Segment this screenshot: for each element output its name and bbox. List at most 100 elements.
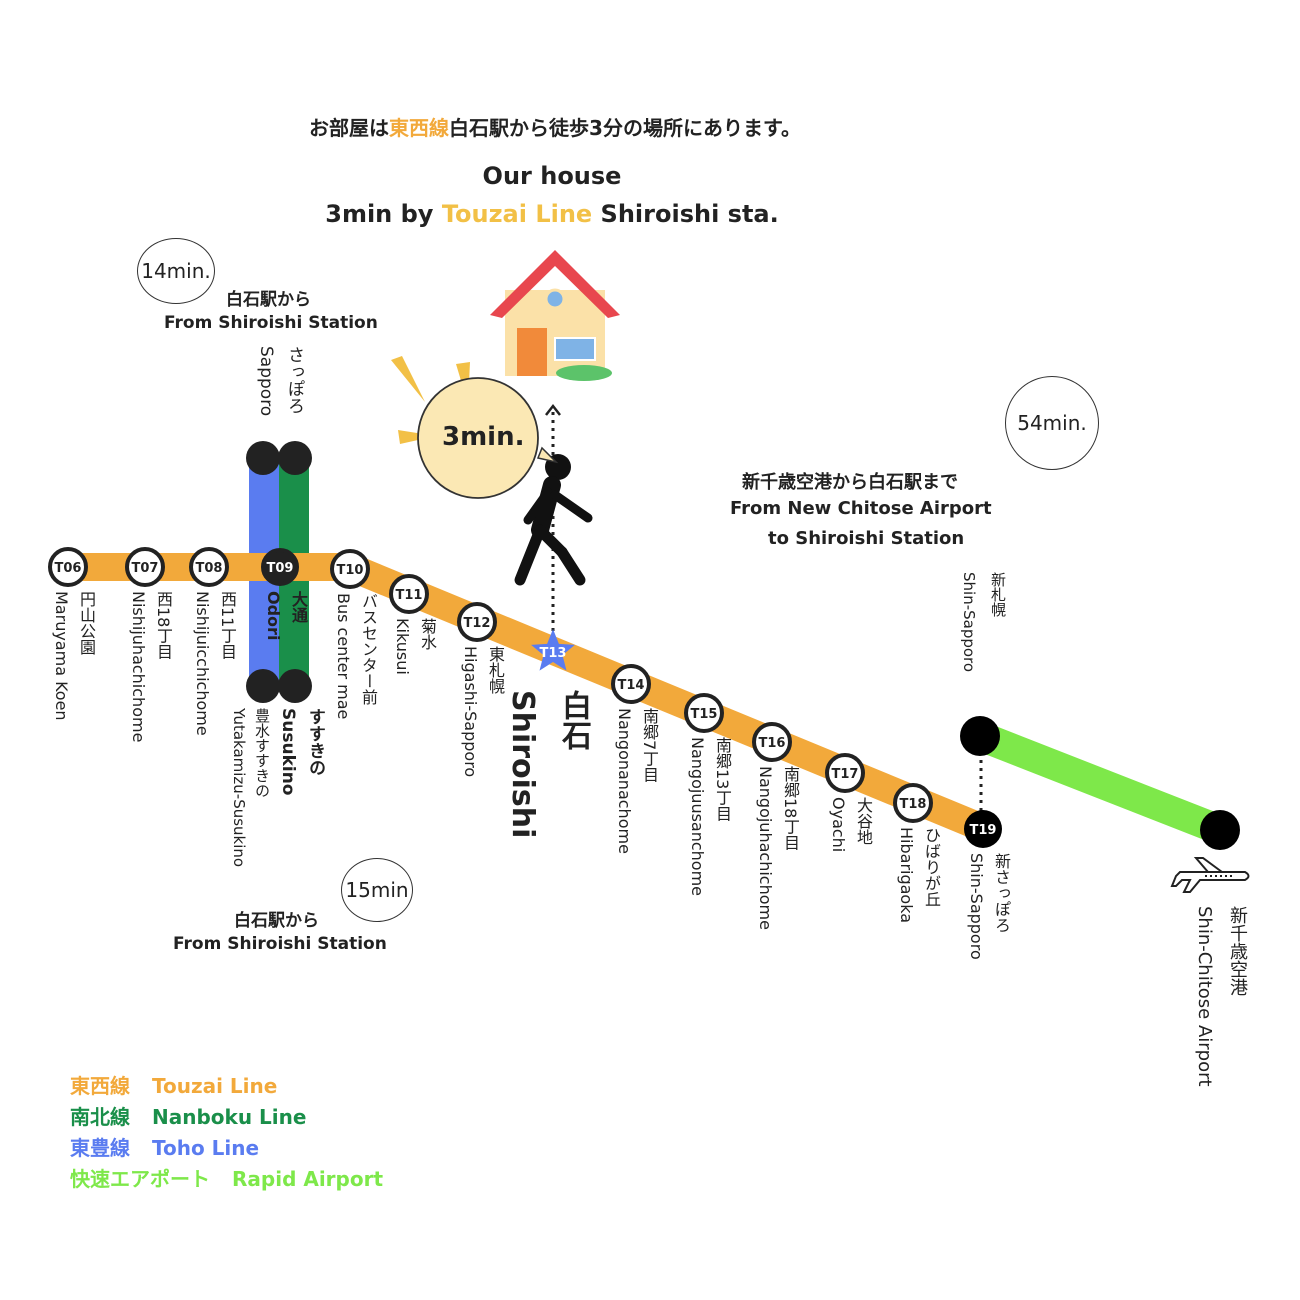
shinsapporo-jr-en-label: Shin-Sapporo (960, 572, 978, 673)
station-code: T17 (832, 767, 859, 782)
header-jp-prefix: お部屋は (309, 116, 390, 140)
station-t06: T06 (48, 547, 88, 587)
station-jp-t10: バスセンター前 (359, 593, 378, 705)
station-code: T18 (900, 797, 927, 812)
sapporo-time: 14min. (141, 259, 211, 283)
header-en-prefix: 3min by (325, 200, 442, 228)
walk-time-label: 3min. (442, 422, 525, 452)
susukino-time-bubble: 15min (341, 858, 413, 922)
station-code: T07 (132, 561, 159, 576)
station-en-t17: Oyachi (829, 797, 848, 853)
airport-en-label: Shin-Chitose Airport (1194, 906, 1215, 1087)
header-jp-line: 東西線 (389, 116, 450, 140)
airport-from-en2: to Shiroishi Station (768, 528, 965, 549)
station-t12: T12 (457, 602, 497, 642)
legend-item: 南北線 Nanboku Line (70, 1101, 306, 1130)
station-code: T06 (55, 561, 82, 576)
station-en-t06: Maruyama Koen (52, 591, 71, 721)
station-en-t07: Nishijuhachichome (129, 591, 148, 743)
sapporo-time-bubble: 14min. (137, 238, 215, 304)
station-en-t13: Shiroishi (505, 690, 540, 839)
sapporo-jp-label: さっぽろ (284, 346, 304, 414)
station-code: T08 (196, 561, 223, 576)
sapporo-from-jp: 白石駅から (226, 290, 311, 310)
header-en-line2: 3min by Touzai Line Shiroishi sta. (0, 200, 1104, 228)
airport-time-bubble: 54min. (1005, 376, 1099, 470)
airplane-icon (1170, 857, 1250, 893)
station-en-t11: Kikusui (393, 618, 412, 675)
susukino-en-label: Susukino (278, 708, 298, 796)
station-jp-t14: 南郷7丁目 (640, 708, 659, 783)
station-t10: T10 (330, 549, 370, 589)
station-en-t18: Hibarigaoka (897, 827, 916, 923)
station-t15: T15 (684, 693, 724, 733)
legend-jp: 南北線 (70, 1105, 130, 1129)
walk-arrow-icon (545, 403, 561, 416)
legend-en: Rapid Airport (232, 1167, 384, 1191)
legend-jp: 快速エアポート (70, 1167, 210, 1191)
star-icon (531, 629, 575, 671)
walking-person-icon (514, 454, 593, 586)
station-jp-t08: 西11丁目 (218, 591, 237, 660)
rapid-airport-line (974, 722, 1226, 844)
airport-jp-label: 新千歳空港 (1227, 906, 1248, 996)
header-en-suffix: Shiroishi sta. (592, 200, 779, 228)
legend-item: 東豊線 Toho Line (70, 1132, 259, 1161)
airport-from-en1: From New Chitose Airport (730, 498, 992, 519)
station-jp-t13: 白石 (556, 690, 591, 750)
airport-dot (1200, 810, 1240, 850)
hosui-en-label: Yutakamizu-Susukino (230, 708, 248, 868)
station-t18: T18 (893, 783, 933, 823)
airport-from-jp: 新千歳空港から白石駅まで (742, 472, 958, 493)
susukino-time: 15min (345, 878, 409, 902)
station-t19: T19 (964, 810, 1002, 848)
airport-time: 54min. (1017, 411, 1087, 435)
station-code: T14 (618, 678, 645, 693)
station-t07: T07 (125, 547, 165, 587)
shinsapporo-jr-jp-label: 新札幌 (989, 572, 1007, 617)
legend-jp: 東西線 (70, 1074, 130, 1098)
station-jp-t18: ひばりが丘 (922, 827, 941, 907)
station-en-t10: Bus center mae (334, 593, 353, 720)
legend-en: Nanboku Line (152, 1105, 307, 1129)
hosui-jp-label: 豊水すすきの (253, 708, 271, 798)
header-en-line1: Our house (482, 162, 622, 190)
header-jp-suffix: 白石駅から徒歩3分の場所にあります。 (449, 116, 801, 140)
station-en-t14: Nangonanachome (615, 708, 634, 854)
station-code: T10 (337, 563, 364, 578)
legend-item: 東西線 Touzai Line (70, 1070, 277, 1099)
house-icon (490, 250, 620, 381)
station-en-t15: Nangojuusanchome (688, 737, 707, 897)
station-jp-t06: 円山公園 (77, 591, 96, 655)
sapporo-en-label: Sapporo (256, 346, 276, 417)
station-jp-t17: 大谷地 (854, 797, 873, 845)
sapporo-toho-dot (246, 441, 280, 475)
station-en-t19: Shin-Sapporo (967, 853, 986, 960)
station-t17: T17 (825, 753, 865, 793)
station-jp-t12: 東札幌 (486, 646, 505, 694)
susukino-from-en: From Shiroishi Station (173, 934, 387, 954)
station-en-t09: Odori (264, 591, 283, 641)
station-markers: T06 T07 T08 T09 T10T11T12T13T14T15T16T17T18T… (48, 547, 1002, 848)
legend-jp: 東豊線 (70, 1136, 130, 1160)
station-jp-t11: 菊水 (418, 618, 437, 650)
station-en-t16: Nangojuhachichome (756, 766, 775, 930)
station-en-t12: Higashi-Sapporo (461, 646, 480, 778)
walk-time-burst (391, 356, 559, 499)
legend-en: Toho Line (152, 1136, 260, 1160)
station-jp-t15: 南郷13丁目 (713, 737, 732, 822)
station-code: T11 (396, 588, 423, 603)
station-code: T13 (540, 646, 567, 661)
susukino-jp-label: すすきの (305, 708, 325, 776)
station-t11: T11 (389, 574, 429, 614)
station-t16: T16 (752, 722, 792, 762)
legend-en: Touzai Line (152, 1074, 278, 1098)
station-code: T09 (267, 561, 294, 576)
header-jp: お部屋は東西線白石駅から徒歩3分の場所にあります。 (0, 112, 1110, 141)
station-jp-t19: 新さっぽろ (992, 853, 1011, 933)
station-t13: T13 (531, 629, 575, 671)
hosui-dot (246, 669, 280, 703)
legend-item: 快速エアポート Rapid Airport (70, 1163, 383, 1192)
station-t09: T09 (261, 548, 299, 586)
